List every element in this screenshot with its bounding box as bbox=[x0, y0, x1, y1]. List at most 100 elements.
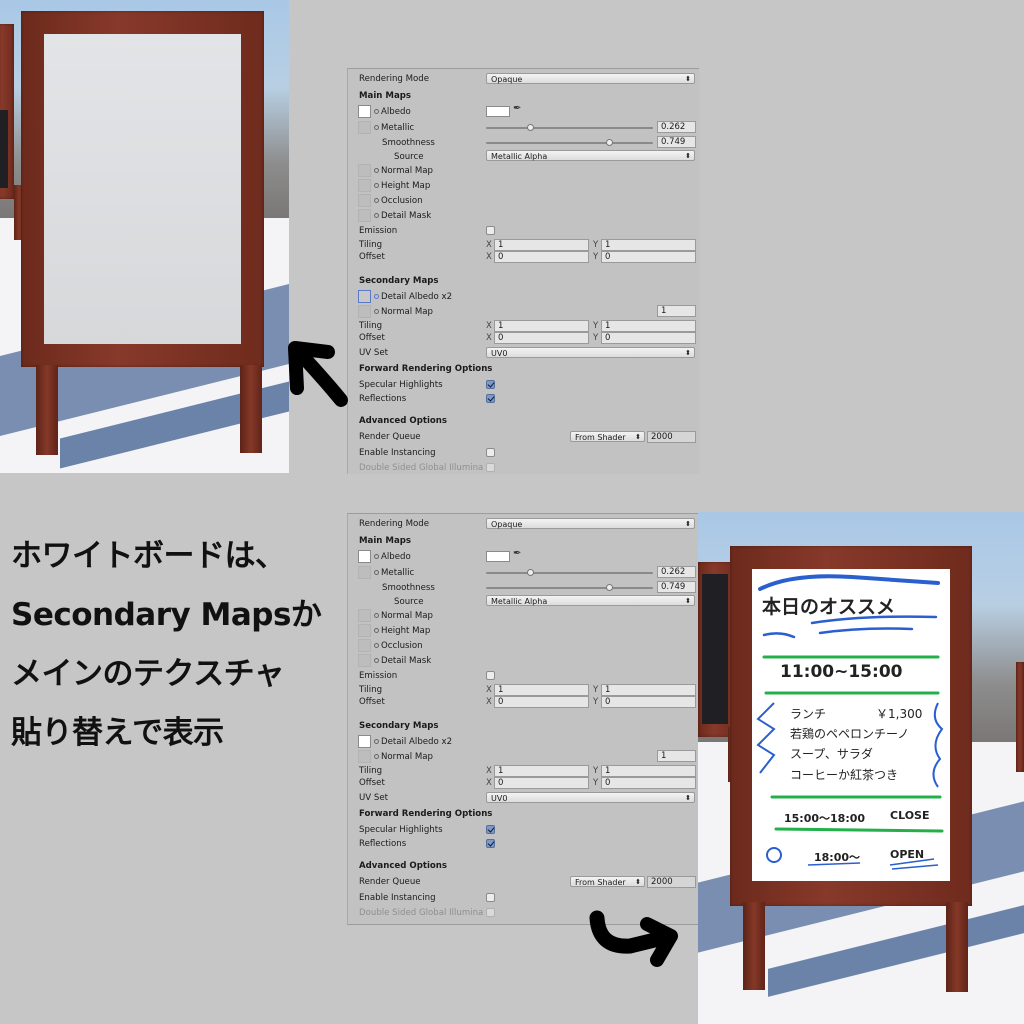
texture-picker-icon[interactable] bbox=[374, 183, 379, 188]
offset-y-field[interactable]: 0 bbox=[601, 696, 696, 708]
height-map-slot[interactable] bbox=[358, 624, 371, 637]
secondary-offset-label: Offset bbox=[359, 333, 385, 343]
double-sided-gi-checkbox[interactable] bbox=[486, 463, 495, 472]
offset-y-field[interactable]: 0 bbox=[601, 251, 696, 263]
texture-picker-icon[interactable] bbox=[374, 658, 379, 663]
metallic-slider-track[interactable] bbox=[486, 127, 653, 129]
texture-picker-icon[interactable] bbox=[374, 754, 379, 759]
double-sided-gi-checkbox[interactable] bbox=[486, 908, 495, 917]
uv-set-dropdown[interactable]: UV0⬍ bbox=[486, 347, 695, 358]
dropdown-arrow-icon: ⬍ bbox=[635, 878, 641, 886]
offset-x-field[interactable]: 0 bbox=[494, 696, 589, 708]
texture-picker-icon[interactable] bbox=[374, 125, 379, 130]
offset-x-field[interactable]: 0 bbox=[494, 251, 589, 263]
albedo-color-swatch[interactable] bbox=[486, 106, 510, 117]
rendering-mode-dropdown[interactable]: Opaque⬍ bbox=[486, 518, 695, 529]
secondary-offset-x-field[interactable]: 0 bbox=[494, 332, 589, 344]
dropdown-arrow-icon: ⬍ bbox=[685, 520, 691, 528]
texture-picker-icon[interactable] bbox=[374, 294, 379, 299]
metallic-value-field[interactable]: 0.262 bbox=[657, 566, 696, 578]
detail-albedo-slot-selected[interactable] bbox=[358, 290, 371, 303]
secondary-normal-map-slot[interactable] bbox=[358, 750, 371, 763]
texture-picker-icon[interactable] bbox=[374, 643, 379, 648]
normal-map-slot[interactable] bbox=[358, 609, 371, 622]
normal-map-slot[interactable] bbox=[358, 164, 371, 177]
albedo-texture-slot[interactable] bbox=[358, 105, 371, 118]
albedo-color-swatch[interactable] bbox=[486, 551, 510, 562]
secondary-offset-y-field[interactable]: 0 bbox=[601, 332, 696, 344]
occlusion-slot[interactable] bbox=[358, 194, 371, 207]
uv-set-dropdown[interactable]: UV0⬍ bbox=[486, 792, 695, 803]
texture-picker-icon[interactable] bbox=[374, 168, 379, 173]
tiling-x-field[interactable]: 1 bbox=[494, 239, 589, 251]
secondary-maps-header: Secondary Maps bbox=[359, 721, 439, 731]
metallic-texture-slot[interactable] bbox=[358, 121, 371, 134]
sec-tiling-x-axis-label: X bbox=[486, 321, 492, 331]
reflections-checkbox[interactable] bbox=[486, 394, 495, 403]
height-map-label: Height Map bbox=[374, 626, 430, 636]
dropdown-arrow-icon: ⬍ bbox=[685, 597, 691, 605]
tiling-y-field[interactable]: 1 bbox=[601, 239, 696, 251]
caption-line-3: メインのテクスチャ bbox=[11, 656, 285, 692]
enable-instancing-checkbox[interactable] bbox=[486, 448, 495, 457]
eyedropper-icon[interactable]: ✒ bbox=[513, 548, 522, 559]
secondary-normal-scale-field[interactable]: 1 bbox=[657, 305, 696, 317]
reflections-checkbox[interactable] bbox=[486, 839, 495, 848]
render-queue-value-field[interactable]: 2000 bbox=[647, 876, 696, 888]
detail-mask-slot[interactable] bbox=[358, 209, 371, 222]
texture-picker-icon[interactable] bbox=[374, 613, 379, 618]
metallic-slider-handle[interactable] bbox=[527, 569, 534, 576]
source-dropdown[interactable]: Metallic Alpha⬍ bbox=[486, 150, 695, 161]
smoothness-slider-track[interactable] bbox=[486, 587, 653, 589]
secondary-normal-scale-field[interactable]: 1 bbox=[657, 750, 696, 762]
texture-picker-icon[interactable] bbox=[374, 309, 379, 314]
eyedropper-icon[interactable]: ✒ bbox=[513, 103, 522, 114]
albedo-texture-slot[interactable] bbox=[358, 550, 371, 563]
metallic-texture-slot[interactable] bbox=[358, 566, 371, 579]
secondary-maps-header: Secondary Maps bbox=[359, 276, 439, 286]
detail-albedo-slot-assigned[interactable] bbox=[358, 735, 371, 748]
texture-picker-icon[interactable] bbox=[374, 213, 379, 218]
texture-picker-icon[interactable] bbox=[374, 570, 379, 575]
whiteboard-close-hours: 15:00〜18:00 bbox=[784, 812, 866, 825]
normal-map-label: Normal Map bbox=[374, 611, 433, 621]
smoothness-label: Smoothness bbox=[382, 583, 435, 593]
occlusion-label: Occlusion bbox=[374, 641, 423, 651]
secondary-normal-map-slot[interactable] bbox=[358, 305, 371, 318]
rendering-mode-dropdown[interactable]: Opaque⬍ bbox=[486, 73, 695, 84]
detail-mask-slot[interactable] bbox=[358, 654, 371, 667]
metallic-label: Metallic bbox=[374, 123, 414, 133]
render-queue-mode-dropdown[interactable]: From Shader⬍ bbox=[570, 876, 645, 887]
texture-picker-icon[interactable] bbox=[374, 628, 379, 633]
enable-instancing-checkbox[interactable] bbox=[486, 893, 495, 902]
smoothness-value-field[interactable]: 0.749 bbox=[657, 136, 696, 148]
secondary-tiling-y-field[interactable]: 1 bbox=[601, 765, 696, 777]
secondary-tiling-x-field[interactable]: 1 bbox=[494, 320, 589, 332]
occlusion-slot[interactable] bbox=[358, 639, 371, 652]
secondary-tiling-x-field[interactable]: 1 bbox=[494, 765, 589, 777]
metallic-slider-handle[interactable] bbox=[527, 124, 534, 131]
texture-picker-icon[interactable] bbox=[374, 109, 379, 114]
render-queue-mode-dropdown[interactable]: From Shader⬍ bbox=[570, 431, 645, 442]
texture-picker-icon[interactable] bbox=[374, 739, 379, 744]
smoothness-value-field[interactable]: 0.749 bbox=[657, 581, 696, 593]
height-map-slot[interactable] bbox=[358, 179, 371, 192]
smoothness-slider-handle[interactable] bbox=[606, 139, 613, 146]
smoothness-slider-handle[interactable] bbox=[606, 584, 613, 591]
render-queue-value-field[interactable]: 2000 bbox=[647, 431, 696, 443]
specular-highlights-checkbox[interactable] bbox=[486, 380, 495, 389]
emission-checkbox[interactable] bbox=[486, 226, 495, 235]
emission-checkbox[interactable] bbox=[486, 671, 495, 680]
secondary-tiling-y-field[interactable]: 1 bbox=[601, 320, 696, 332]
texture-picker-icon[interactable] bbox=[374, 198, 379, 203]
tiling-y-field[interactable]: 1 bbox=[601, 684, 696, 696]
smoothness-slider-track[interactable] bbox=[486, 142, 653, 144]
secondary-offset-x-field[interactable]: 0 bbox=[494, 777, 589, 789]
secondary-offset-y-field[interactable]: 0 bbox=[601, 777, 696, 789]
specular-highlights-checkbox[interactable] bbox=[486, 825, 495, 834]
texture-picker-icon[interactable] bbox=[374, 554, 379, 559]
metallic-value-field[interactable]: 0.262 bbox=[657, 121, 696, 133]
tiling-x-field[interactable]: 1 bbox=[494, 684, 589, 696]
source-dropdown[interactable]: Metallic Alpha⬍ bbox=[486, 595, 695, 606]
metallic-slider-track[interactable] bbox=[486, 572, 653, 574]
